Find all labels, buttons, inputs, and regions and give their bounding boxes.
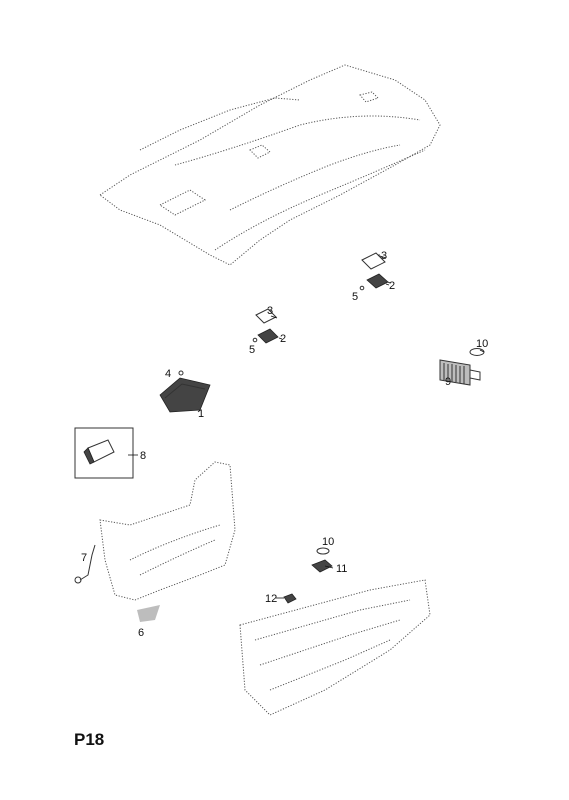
reading-lamp-unit <box>439 348 485 386</box>
callout-12: 12 <box>265 593 277 605</box>
callout-2-rear: 2 <box>389 280 395 292</box>
callout-8: 8 <box>140 450 146 462</box>
callout-10-reading-lamp: 10 <box>476 338 488 350</box>
glove-box <box>239 579 431 716</box>
callout-5-front: 5 <box>249 344 255 356</box>
callout-5-rear: 5 <box>352 291 358 303</box>
callout-7: 7 <box>81 552 87 564</box>
rear-interior-lamp-assembly <box>359 252 391 291</box>
callout-3-front: 3 <box>267 305 273 317</box>
callout-10-glovebox: 10 <box>322 536 334 548</box>
front-interior-lamp-assembly <box>252 308 279 344</box>
page-code: P18 <box>74 730 105 749</box>
pillar-trim-panel <box>74 461 236 622</box>
callout-1: 1 <box>198 408 204 420</box>
bulb-inset-box <box>74 427 138 479</box>
glovebox-lamp <box>283 547 333 604</box>
headliner-panel <box>99 64 441 266</box>
overhead-console <box>159 370 211 413</box>
callout-3-rear: 3 <box>381 250 387 262</box>
callout-2-front: 2 <box>280 333 286 345</box>
callout-9: 9 <box>445 376 451 388</box>
callout-6: 6 <box>138 627 144 639</box>
callout-4: 4 <box>165 368 171 380</box>
callout-11: 11 <box>336 563 347 575</box>
leader-lines <box>197 255 485 599</box>
callout-labels: 3 2 5 3 2 5 10 9 4 1 8 7 6 10 11 12 <box>81 250 488 639</box>
